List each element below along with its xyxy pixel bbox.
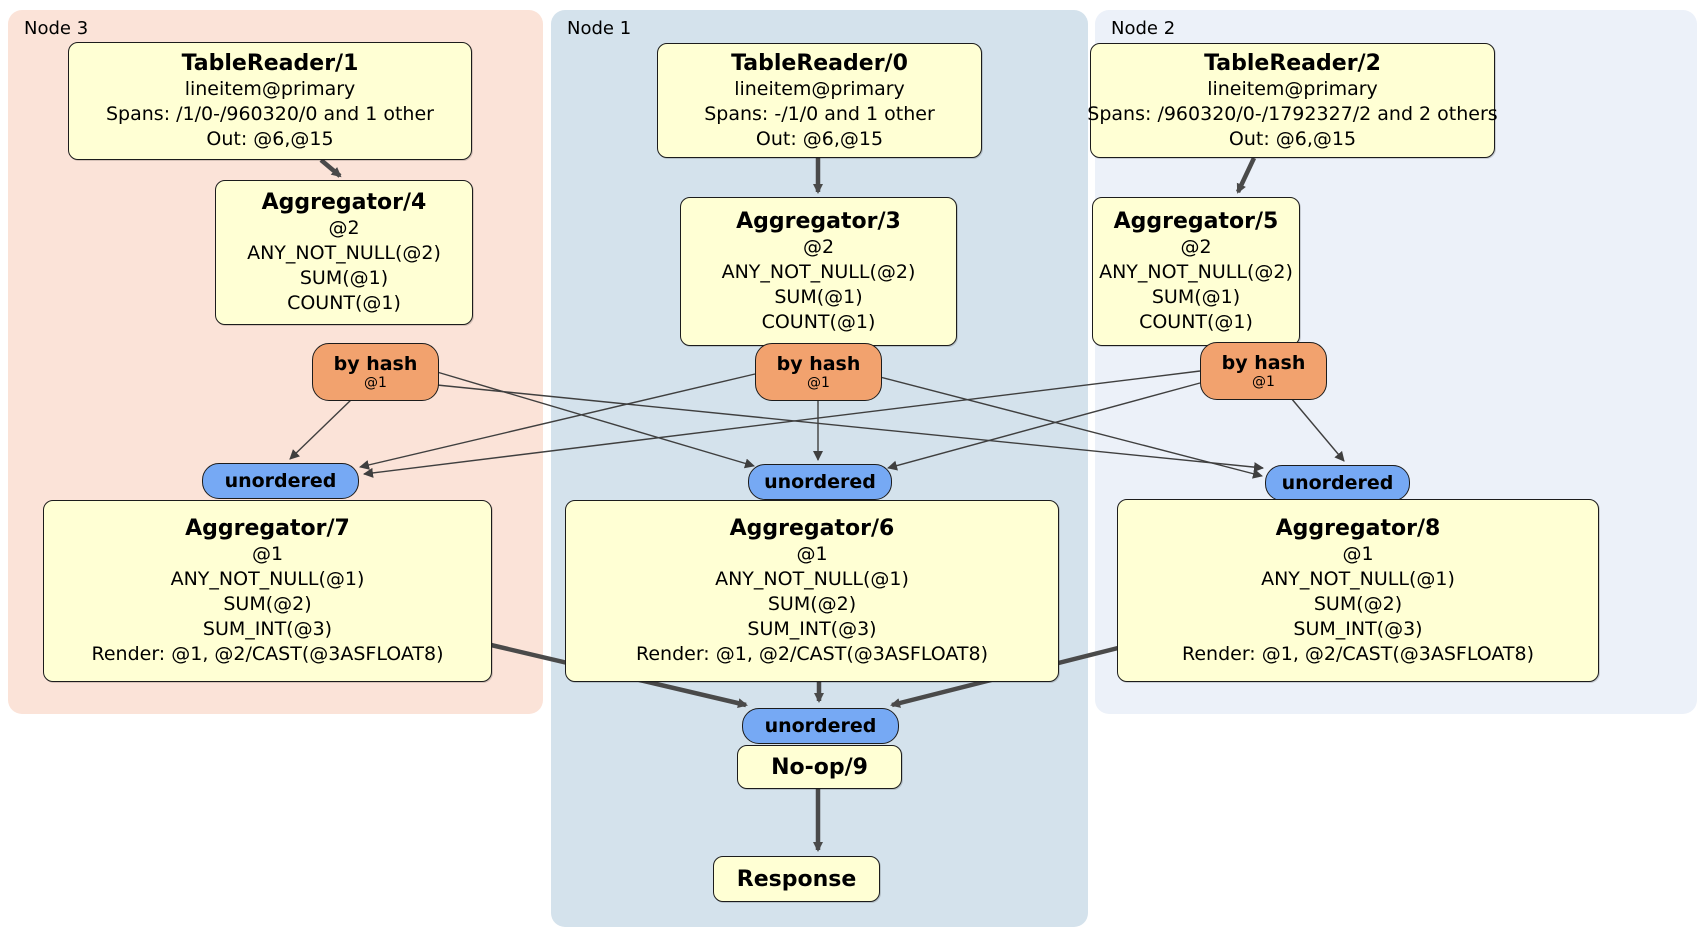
edge-byhash3-unordered2 — [436, 384, 1264, 473]
processor-line: ANY_NOT_NULL(@2) — [247, 242, 441, 264]
edge-byhash1-unordered3 — [359, 373, 756, 470]
processor-line: Render: @1, @2/CAST(@3ASFLOAT8) — [91, 643, 444, 665]
processor-line: Out: @6,@15 — [1228, 127, 1357, 150]
processor-title: Response — [736, 866, 857, 892]
processor-line: lineitem@primary — [734, 77, 905, 100]
processor-line: COUNT(@1) — [761, 311, 876, 333]
processor-title: Aggregator/3 — [736, 209, 901, 234]
processor-line: @1 — [251, 543, 284, 565]
router-by-hash-node1: by hash @1 — [755, 343, 882, 401]
router-detail: @1 — [807, 375, 830, 391]
stream-unordered-node2: unordered — [1265, 465, 1410, 501]
processor-aggregator-7: Aggregator/7 @1 ANY_NOT_NULL(@1) SUM(@2)… — [43, 500, 492, 682]
processor-line: SUM_INT(@3) — [202, 618, 333, 640]
processor-title: No-op/9 — [771, 754, 868, 780]
edge-byhash2-unordered1 — [887, 382, 1201, 471]
edge-byhash2-unordered2 — [1290, 397, 1345, 462]
processor-line: COUNT(@1) — [1139, 311, 1253, 333]
processor-line: SUM(@2) — [767, 593, 857, 615]
edge-byhash3-unordered1 — [436, 371, 755, 469]
edge-byhash1-unordered2 — [879, 376, 1263, 479]
processor-title: Aggregator/4 — [261, 190, 427, 215]
processor-line: ANY_NOT_NULL(@2) — [1099, 261, 1293, 283]
router-label: by hash — [1221, 352, 1306, 374]
processor-line: Spans: -/1/0 and 1 other — [704, 102, 935, 125]
processor-line: ANY_NOT_NULL(@2) — [721, 261, 916, 283]
processor-line: lineitem@primary — [184, 78, 356, 100]
processor-line: SUM(@2) — [1313, 592, 1403, 615]
processor-title: Aggregator/8 — [1275, 515, 1441, 541]
stream-unordered-node3: unordered — [202, 463, 359, 499]
processor-line: SUM(@1) — [774, 286, 863, 308]
router-detail: @1 — [364, 375, 387, 391]
processor-line: SUM_INT(@3) — [1293, 617, 1423, 640]
processor-title: TableReader/0 — [731, 50, 908, 76]
processor-line: ANY_NOT_NULL(@1) — [1261, 567, 1455, 590]
processor-title: TableReader/2 — [1204, 50, 1381, 76]
processor-noop-9: No-op/9 — [737, 745, 902, 789]
processor-response: Response — [713, 856, 880, 902]
edge-tr2-agg5 — [1235, 157, 1257, 194]
processor-line: SUM_INT(@3) — [747, 618, 877, 640]
region-node3-label: Node 3 — [24, 18, 89, 39]
router-label: by hash — [776, 353, 861, 375]
processor-aggregator-3: Aggregator/3 @2 ANY_NOT_NULL(@2) SUM(@1)… — [680, 197, 957, 346]
region-node1-label: Node 1 — [567, 18, 632, 39]
stream-unordered-final: unordered — [742, 708, 899, 744]
processor-line: ANY_NOT_NULL(@1) — [715, 568, 909, 590]
processor-line: @2 — [1180, 236, 1212, 258]
processor-line: COUNT(@1) — [287, 292, 401, 314]
processor-line: Render: @1, @2/CAST(@3ASFLOAT8) — [1182, 642, 1534, 665]
processor-title: Aggregator/6 — [729, 516, 895, 541]
processor-aggregator-6: Aggregator/6 @1 ANY_NOT_NULL(@1) SUM(@2)… — [565, 500, 1059, 682]
region-node2-label: Node 2 — [1111, 18, 1176, 39]
router-label: by hash — [333, 353, 418, 375]
processor-line: @2 — [802, 236, 835, 258]
processor-tablereader-2: TableReader/2 lineitem@primary Spans: /9… — [1087, 43, 1498, 158]
processor-line: Spans: /1/0-/960320/0 and 1 other — [106, 103, 434, 125]
processor-line: SUM(@2) — [223, 593, 312, 615]
processor-line: SUM(@1) — [1151, 286, 1241, 308]
processor-aggregator-8: Aggregator/8 @1 ANY_NOT_NULL(@1) SUM(@2)… — [1117, 499, 1599, 682]
processor-aggregator-4: Aggregator/4 @2 ANY_NOT_NULL(@2) SUM(@1)… — [215, 180, 473, 325]
edge-byhash3-unordered3 — [289, 398, 353, 460]
processor-line: Spans: /960320/0-/1792327/2 and 2 others — [1087, 102, 1498, 125]
processor-line: @2 — [328, 217, 360, 239]
processor-title: Aggregator/5 — [1113, 209, 1279, 234]
stream-unordered-node1: unordered — [748, 464, 892, 500]
processor-tablereader-0: TableReader/0 lineitem@primary Spans: -/… — [657, 43, 982, 158]
router-detail: @1 — [1252, 374, 1275, 390]
processor-line: Out: @6,@15 — [755, 127, 884, 150]
processor-line: Out: @6,@15 — [206, 128, 334, 150]
processor-line: @1 — [1342, 542, 1374, 565]
router-by-hash-node2: by hash @1 — [1200, 342, 1327, 400]
processor-title: Aggregator/7 — [185, 516, 350, 541]
processor-line: lineitem@primary — [1207, 77, 1378, 100]
processor-line: Render: @1, @2/CAST(@3ASFLOAT8) — [636, 643, 988, 665]
processor-tablereader-1: TableReader/1 lineitem@primary Spans: /1… — [68, 42, 472, 160]
processor-line: @1 — [796, 543, 828, 565]
processor-title: TableReader/1 — [181, 51, 359, 76]
processor-aggregator-5: Aggregator/5 @2 ANY_NOT_NULL(@2) SUM(@1)… — [1092, 197, 1300, 346]
edge-tr1-agg4 — [319, 158, 342, 178]
processor-line: ANY_NOT_NULL(@1) — [170, 568, 365, 590]
edge-byhash2-unordered3 — [363, 370, 1201, 478]
router-by-hash-node3: by hash @1 — [312, 343, 439, 401]
processor-line: SUM(@1) — [299, 267, 389, 289]
